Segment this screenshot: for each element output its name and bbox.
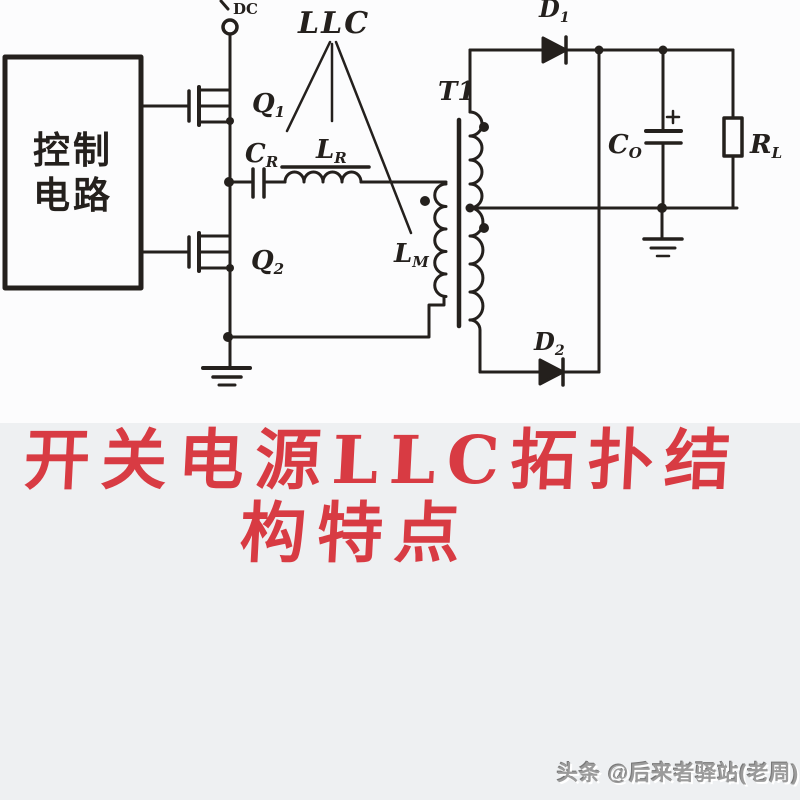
mosfet-q1-icon: Q1 [140, 85, 285, 127]
inductor-lr-icon: LR [280, 135, 448, 184]
rl-label: RL [749, 130, 782, 162]
ground-symbol-right-icon [642, 206, 684, 258]
control-circuit-box: 控制 电路 [2, 54, 144, 291]
diode-d2-icon: D2 [478, 48, 601, 387]
circuit-diagram: 控制 电路 DC Q1 Q2 CR [2, 0, 782, 387]
cr-label: CR [245, 139, 278, 171]
secondary-bottom-polarity-dot [479, 223, 489, 233]
junction-dot [226, 264, 234, 272]
co-label: CO [608, 130, 642, 162]
dc-input-terminal: DC [219, 0, 258, 90]
control-box-label-line2: 电路 [33, 173, 113, 217]
mosfet-q2-icon: Q2 [140, 231, 284, 278]
primary-polarity-dot [420, 196, 430, 206]
junction-dot [224, 177, 234, 187]
q2-label: Q2 [251, 246, 284, 278]
junction-dot [226, 117, 234, 125]
capacitor-cr-icon: CR [228, 139, 287, 199]
transformer-core: T1 [438, 77, 475, 329]
secondary-winding-icon [465, 48, 739, 374]
junction-dot [223, 332, 233, 342]
dc-label: DC [233, 0, 258, 18]
d1-label: D1 [538, 0, 570, 26]
q1-label: Q1 [252, 89, 285, 121]
vdc-partial-stroke [219, 0, 230, 11]
page-title-line2: 构特点 [238, 494, 474, 572]
lr-label: LR [315, 135, 347, 167]
d2-label: D2 [533, 327, 565, 359]
llc-callout: LLC [285, 6, 413, 235]
secondary-top-polarity-dot [479, 122, 489, 132]
control-box-label-line1: 控制 [33, 128, 113, 172]
llc-label: LLC [297, 6, 370, 41]
page-title-line1: 开关电源LLC拓扑结 [22, 421, 744, 499]
circuit-canvas [0, 0, 800, 423]
primary-return-wire [226, 296, 446, 339]
terminal-circle-icon [221, 18, 239, 36]
resistor-rl-icon: RL [722, 48, 782, 210]
ground-symbol-left-icon [201, 335, 252, 387]
primary-winding-lm-icon: LM [393, 182, 448, 298]
watermark-text: 头条 @后来者驿站(老周) [557, 762, 800, 785]
capacitor-co-icon: CO [608, 48, 683, 213]
diode-d1-icon: D1 [468, 0, 735, 65]
lm-label: LM [393, 239, 429, 271]
